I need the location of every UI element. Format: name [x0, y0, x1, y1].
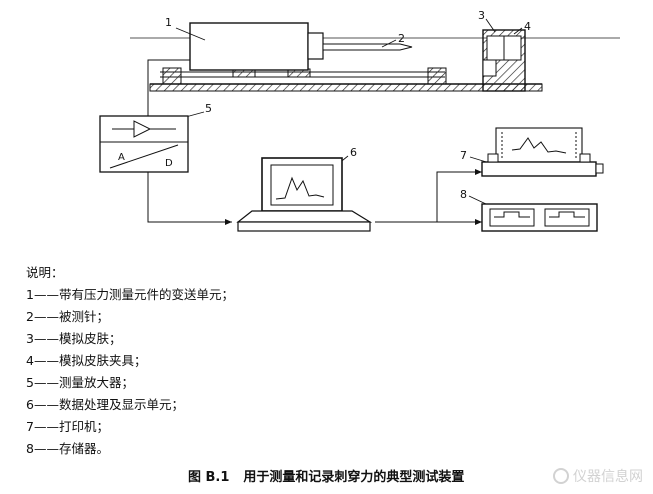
watermark-logo-icon: [553, 468, 569, 484]
legend-item: 4——模拟皮肤夹具；: [26, 353, 147, 368]
signal-wires: [147, 59, 482, 225]
legend: 说明： 1——带有压力测量元件的变送单元； 2——被测针； 3——模拟皮肤； 4…: [26, 262, 234, 460]
display-unit: [236, 157, 373, 232]
callout-7: 7: [460, 149, 467, 162]
callout-6: 6: [350, 146, 357, 159]
callout-2: 2: [398, 32, 405, 45]
test-apparatus-diagram: 1 2 3 4 5 6 7 8 A D: [99, 9, 620, 232]
legend-item: 7——打印机；: [26, 419, 109, 434]
legend-item: 8——存储器。: [26, 441, 109, 456]
legend-item: 5——测量放大器；: [26, 375, 134, 390]
callout-4: 4: [524, 20, 531, 33]
figure-title: 用于测量和记录刺穿力的典型测试装置: [243, 470, 465, 485]
figure-caption: 图 B.1 用于测量和记录刺穿力的典型测试装置: [188, 466, 478, 485]
transducer-unit: [189, 22, 324, 71]
storage-unit: [481, 203, 598, 232]
watermark-text: 仪器信息网: [573, 469, 643, 485]
legend-item: 1——带有压力测量元件的变送单元；: [26, 287, 234, 302]
legend-item: 6——数据处理及显示单元；: [26, 397, 184, 412]
watermark: 仪器信息网: [553, 466, 643, 486]
callout-8: 8: [460, 188, 467, 201]
callout-1: 1: [165, 16, 172, 29]
amplifier-d-label: D: [165, 158, 173, 169]
callout-5: 5: [205, 102, 212, 115]
slide-rod: [160, 67, 447, 85]
base-rail: [149, 83, 543, 92]
figure-number: 图 B.1: [188, 470, 230, 485]
callout-3: 3: [478, 9, 485, 22]
legend-heading: 说明：: [26, 265, 64, 280]
amplifier-a-label: A: [118, 152, 125, 163]
measuring-amplifier: [99, 115, 189, 173]
legend-item: 3——模拟皮肤；: [26, 331, 122, 346]
legend-item: 2——被测针；: [26, 309, 109, 324]
printer: [481, 127, 604, 177]
skin-clamp: [482, 29, 526, 92]
